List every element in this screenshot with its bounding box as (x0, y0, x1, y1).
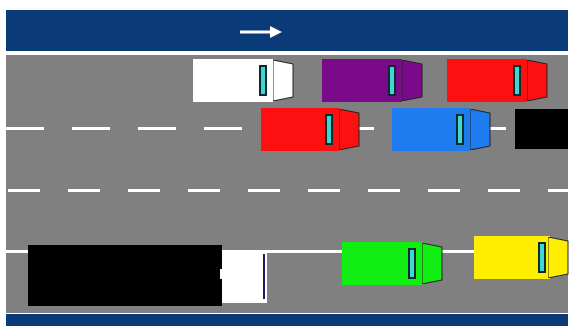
windshield (513, 65, 521, 96)
car-hood (402, 60, 424, 101)
right-arrow-icon (238, 24, 284, 40)
car-hood (470, 109, 492, 150)
white-car (193, 59, 295, 102)
yellow-car (474, 236, 570, 279)
red-car-lane2 (261, 108, 361, 151)
truck-cab-windshield (263, 254, 265, 299)
purple-car (322, 59, 424, 102)
truck-cab (222, 250, 267, 303)
car-hood (548, 237, 570, 278)
truck-trailer (28, 245, 222, 306)
top-banner (6, 10, 568, 51)
windshield (259, 65, 267, 96)
car-hood (527, 60, 549, 101)
windshield (408, 248, 416, 279)
windshield (388, 65, 396, 96)
windshield (456, 114, 464, 145)
black-car (515, 109, 568, 149)
blue-car (392, 108, 492, 151)
windshield (325, 114, 333, 145)
lane-divider-lower (8, 189, 570, 192)
green-car (342, 242, 444, 285)
car-hood (273, 60, 295, 101)
bottom-banner (6, 314, 568, 326)
red-car-lane1 (447, 59, 549, 102)
windshield (538, 242, 546, 273)
car-hood (339, 109, 361, 150)
car-hood (422, 243, 444, 284)
